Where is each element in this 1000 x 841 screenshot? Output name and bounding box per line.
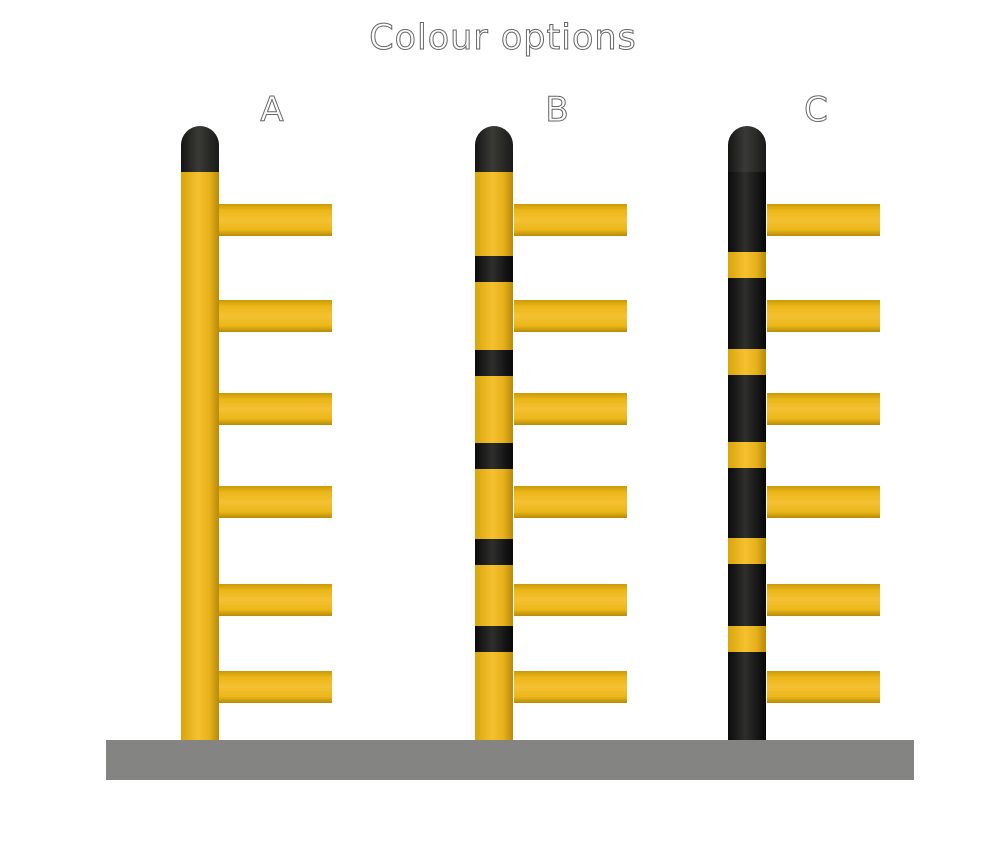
- rail: [514, 486, 627, 518]
- rail: [219, 584, 332, 616]
- stripe: [475, 256, 513, 282]
- diagram-title: Colour options: [369, 18, 637, 59]
- rail: [767, 393, 880, 425]
- stripe: [728, 626, 766, 652]
- rail: [219, 671, 332, 703]
- rail: [767, 584, 880, 616]
- post-yellow-black-stripes: [475, 172, 513, 741]
- post-cap: [181, 126, 219, 174]
- stripe: [475, 350, 513, 376]
- rail: [767, 486, 880, 518]
- rail: [514, 584, 627, 616]
- rail: [219, 486, 332, 518]
- stripe: [475, 539, 513, 565]
- stripe: [475, 443, 513, 469]
- rail: [514, 393, 627, 425]
- rail: [767, 300, 880, 332]
- rail: [514, 300, 627, 332]
- stripe: [728, 349, 766, 375]
- stripe: [728, 252, 766, 278]
- post-black-yellow-stripes: [728, 172, 766, 741]
- rail: [219, 204, 332, 236]
- post-yellow: [181, 172, 219, 741]
- rail: [219, 393, 332, 425]
- rail: [514, 671, 627, 703]
- rail: [219, 300, 332, 332]
- post-cap: [475, 126, 513, 174]
- post-cap: [728, 126, 766, 174]
- rail: [767, 671, 880, 703]
- rail: [767, 204, 880, 236]
- ground-base: [106, 740, 914, 780]
- stripe: [728, 442, 766, 468]
- option-label-a: A: [260, 90, 284, 131]
- stripe: [475, 626, 513, 652]
- rail: [514, 204, 627, 236]
- option-label-b: B: [545, 90, 569, 131]
- stripe: [728, 538, 766, 564]
- option-label-c: C: [804, 90, 829, 131]
